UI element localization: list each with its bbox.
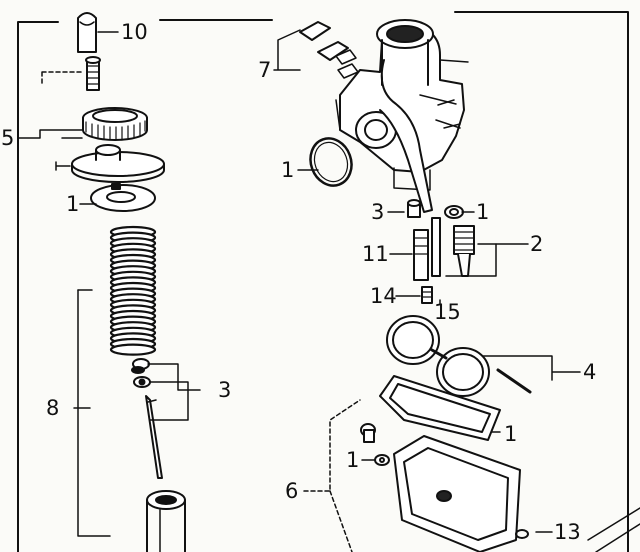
spring-coil <box>109 343 157 356</box>
callout-3-jet: 3 <box>371 200 385 224</box>
callout-14: 14 <box>370 284 397 308</box>
part-carb-top <box>55 144 165 183</box>
callout-6: 6 <box>285 479 299 503</box>
callout-1-gasket: 1 <box>66 192 80 216</box>
part-gasket-plate <box>90 183 156 212</box>
part-o-ring <box>309 137 353 187</box>
callout-11: 11 <box>362 242 389 266</box>
part-float-bowl <box>360 423 640 552</box>
part-cap-10 <box>77 12 97 53</box>
callout-2: 2 <box>530 232 544 256</box>
callout-1-o-ring: 1 <box>281 158 295 182</box>
part-locknut-5 <box>82 107 148 141</box>
part-floats <box>386 315 490 397</box>
callout-5: 5 <box>1 126 15 150</box>
callout-15: 15 <box>434 300 461 324</box>
part-spring <box>109 225 157 356</box>
part-throttle-valve <box>146 490 186 552</box>
part-carburetor-body <box>335 19 469 213</box>
callout-3-clip: 3 <box>218 378 232 402</box>
part-clip-parts <box>131 358 151 388</box>
callout-8: 8 <box>46 396 60 420</box>
callout-1-drain: 1 <box>346 448 360 472</box>
callout-7: 7 <box>258 58 272 82</box>
part-jet-needle <box>145 395 163 479</box>
part-adjuster-screw <box>41 56 101 91</box>
frame-border <box>17 11 629 552</box>
part-float-gasket <box>379 375 501 441</box>
part-jets <box>407 199 475 304</box>
leader-lines-left <box>17 31 201 537</box>
callout-13: 13 <box>554 520 581 544</box>
callout-10: 10 <box>121 20 148 44</box>
part-pilot-screws-7 <box>273 21 359 79</box>
callout-1-float-gasket: 1 <box>504 422 518 446</box>
callout-4: 4 <box>583 360 597 384</box>
callout-1-washer: 1 <box>476 200 490 224</box>
